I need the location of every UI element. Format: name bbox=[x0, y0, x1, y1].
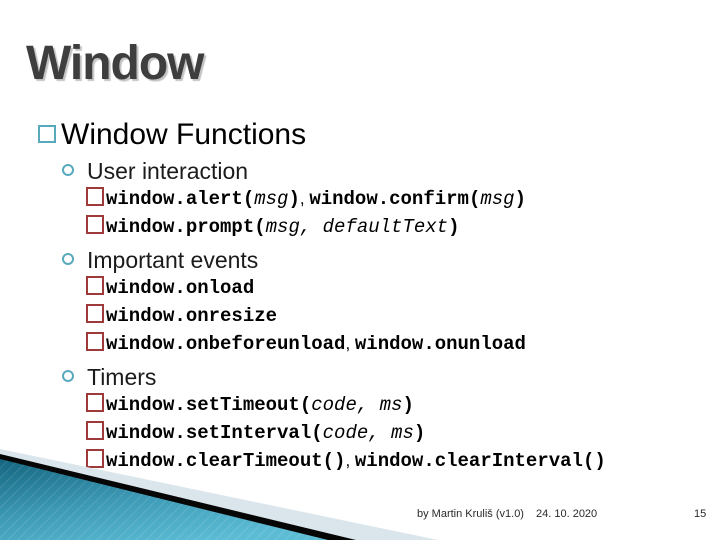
code-text: window.setInterval( bbox=[106, 422, 323, 444]
code-line: window.clearTimeout(), window.clearInter… bbox=[86, 447, 720, 475]
code-square-bullet-icon bbox=[86, 332, 104, 351]
code-text: window.onbeforeunload bbox=[106, 333, 346, 355]
code-line: window.setTimeout(code, ms) bbox=[86, 391, 720, 419]
footer-date: 24. 10. 2020 bbox=[536, 508, 598, 520]
code-text: window.onload bbox=[106, 277, 255, 299]
code-text: msg, defaultText bbox=[265, 216, 449, 238]
bullet-heading: Window Functions bbox=[38, 118, 720, 152]
heading-label: Window Functions bbox=[61, 118, 307, 151]
code-square-bullet-icon bbox=[86, 187, 104, 206]
code-text: ) bbox=[288, 188, 300, 210]
code-line: window.prompt(msg, defaultText) bbox=[86, 213, 720, 241]
footer-author: by Martin Kruliš (v1.0) bbox=[417, 508, 524, 520]
code-text: code, ms bbox=[311, 394, 403, 416]
code-text: window.clearInterval() bbox=[354, 450, 606, 472]
code-line: window.setInterval(code, ms) bbox=[86, 419, 720, 447]
code-text: window.alert( bbox=[106, 188, 255, 210]
code-text: ) bbox=[413, 422, 426, 444]
code-text: window.setTimeout( bbox=[106, 394, 312, 416]
code-text: ) bbox=[514, 188, 526, 210]
code-square-bullet-icon bbox=[86, 304, 104, 323]
code-text: ) bbox=[448, 216, 460, 238]
code-square-bullet-icon bbox=[86, 215, 104, 234]
code-text: msg bbox=[480, 188, 515, 210]
code-text: , bbox=[345, 334, 355, 353]
section-label: Important events bbox=[87, 247, 259, 273]
circle-bullet-icon bbox=[62, 164, 74, 176]
code-line: window.onresize bbox=[86, 302, 720, 330]
code-square-bullet-icon bbox=[86, 421, 104, 440]
circle-bullet-icon bbox=[62, 370, 74, 382]
code-line: window.alert(msg), window.confirm(msg) bbox=[86, 185, 720, 213]
square-bullet-icon bbox=[38, 125, 56, 143]
code-text: window.confirm( bbox=[309, 188, 481, 210]
code-line: window.onbeforeunload, window.onunload bbox=[86, 330, 720, 358]
section-heading: User interaction bbox=[62, 157, 720, 185]
code-square-bullet-icon bbox=[86, 393, 104, 412]
code-text: , bbox=[345, 451, 355, 470]
code-text: window.prompt( bbox=[106, 216, 266, 238]
code-text: ) bbox=[402, 394, 414, 416]
slide-title: Window bbox=[26, 37, 205, 90]
section-heading: Timers bbox=[62, 363, 720, 391]
code-square-bullet-icon bbox=[86, 276, 104, 295]
code-text: , bbox=[299, 189, 310, 208]
code-text: window.clearTimeout() bbox=[106, 450, 346, 472]
footer-page-number: 15 bbox=[694, 508, 707, 520]
section-label: User interaction bbox=[87, 158, 249, 184]
code-text: window.onresize bbox=[106, 305, 278, 327]
code-square-bullet-icon bbox=[86, 449, 104, 468]
code-text: window.onunload bbox=[354, 333, 526, 355]
section-label: Timers bbox=[87, 364, 157, 390]
code-text: msg bbox=[254, 188, 289, 210]
section-heading: Important events bbox=[62, 246, 720, 274]
code-text: code, ms bbox=[322, 422, 414, 444]
slide-footer: by Martin Kruliš (v1.0) 24. 10. 2020 15 bbox=[0, 508, 720, 528]
circle-bullet-icon bbox=[62, 253, 74, 265]
code-line: window.onload bbox=[86, 274, 720, 302]
